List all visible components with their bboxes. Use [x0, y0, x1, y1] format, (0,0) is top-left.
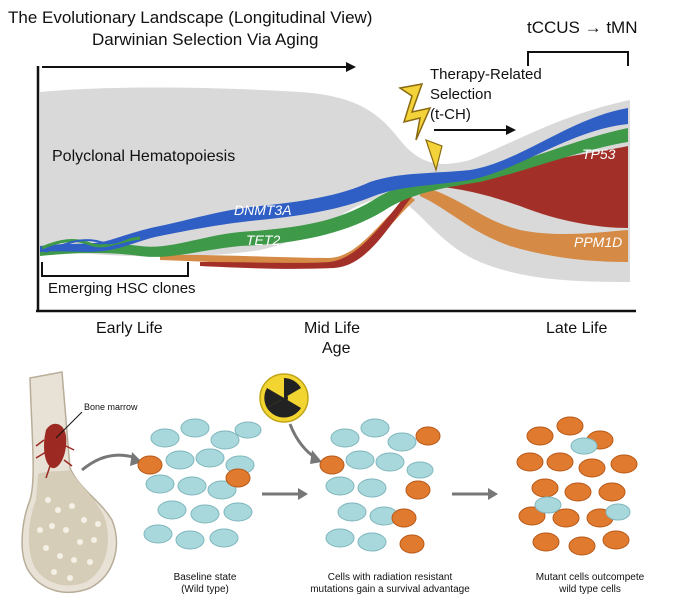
radiation-icon [259, 373, 309, 423]
outcompete-line2: wild type cells [559, 584, 621, 595]
x-label-age: Age [322, 340, 351, 357]
bone-marrow-pointer [55, 411, 83, 439]
tccus-bracket [527, 51, 629, 66]
radiation-caption: Cells with radiation resistant mutations… [300, 572, 480, 596]
radiation-line2: mutations gain a survival advantage [310, 584, 470, 595]
tet2-label: TET2 [246, 232, 281, 248]
x-label-mid: Mid Life [304, 320, 361, 337]
x-label-late: Late Life [546, 320, 608, 337]
title-line2: Darwinian Selection Via Aging [92, 30, 319, 49]
tp53-label: TP53 [582, 146, 616, 162]
x-label-early: Early Life [96, 320, 163, 337]
therapy-line1: Therapy-Related [430, 66, 542, 83]
bone-illustration [21, 371, 118, 593]
cell-cluster-outcompete [516, 416, 638, 556]
therapy-line3: (t-CH) [430, 106, 471, 123]
polyclonal-label: Polyclonal Hematopoiesis [52, 148, 236, 165]
hsc-bracket [41, 262, 189, 277]
early-clone-wiggle [44, 231, 151, 253]
therapy-line2: Selection [430, 86, 492, 103]
tccus-label: tCCUS → tMN [527, 18, 638, 37]
cell-cluster-radiation [319, 418, 441, 554]
bone-marrow-label: Bone marrow [84, 402, 138, 412]
bone-to-cells-arrow [81, 453, 137, 472]
therapy-arrowhead [506, 125, 516, 135]
dnmt3a-label: DNMT3A [234, 202, 292, 218]
baseline-caption: Baseline state (Wild type) [160, 572, 250, 596]
stage-arrowhead [488, 488, 498, 500]
ppm1d-thin-band [160, 196, 415, 265]
tet2-band [40, 128, 628, 257]
darwinian-arrowhead [346, 62, 356, 72]
baseline-line2: (Wild type) [181, 584, 229, 595]
hsc-label: Emerging HSC clones [48, 280, 196, 297]
ppm1d-band [420, 186, 628, 262]
early-clone-wiggle [41, 236, 141, 250]
outcompete-caption: Mutant cells outcompete wild type cells [520, 572, 660, 596]
tp53-band [420, 146, 628, 228]
cell-cluster-baseline [137, 418, 262, 550]
outcompete-line1: Mutant cells outcompete [535, 572, 645, 583]
stage-arrowhead [298, 488, 308, 500]
ppm1d-label: PPM1D [574, 234, 623, 250]
radiation-arrowhead [310, 450, 322, 464]
title-line1: The Evolutionary Landscape (Longitudinal… [8, 8, 373, 27]
radiation-line1: Cells with radiation resistant [327, 572, 453, 583]
tp53-thin-band [200, 190, 414, 269]
lightning-icon [398, 83, 443, 173]
baseline-line1: Baseline state [173, 572, 237, 583]
